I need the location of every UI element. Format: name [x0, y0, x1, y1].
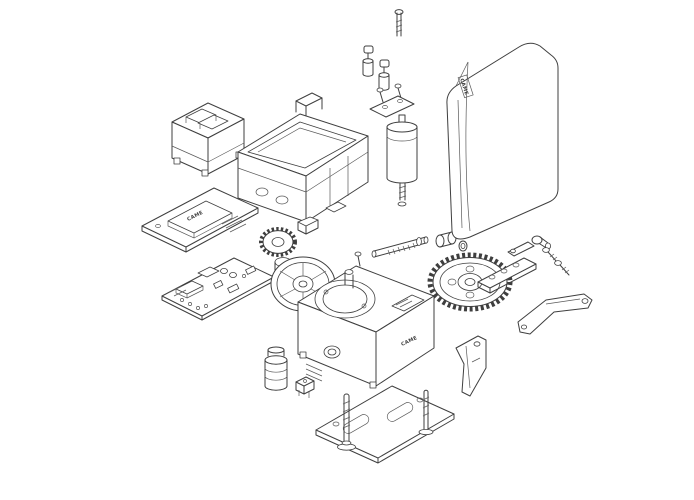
cover-logo-text: CAME	[458, 78, 469, 96]
board-cover-plate-icon: CAME	[141, 187, 259, 253]
control-pcb-icon	[161, 257, 275, 321]
release-lock-icon	[507, 235, 552, 257]
worm-shaft-icon	[371, 236, 429, 258]
main-chassis-icon	[237, 92, 369, 235]
release-lever-icon	[517, 293, 593, 335]
base-plate-icon	[315, 385, 455, 464]
fuse-holders-icon	[362, 45, 390, 91]
transformer-icon	[171, 102, 245, 177]
screw-bracket-icon	[369, 83, 415, 118]
cover-housing-icon: CAME	[446, 42, 559, 240]
flag-bracket-icon	[455, 335, 487, 397]
capacitor-icon	[386, 114, 418, 207]
anchor-bolts-icon	[337, 389, 434, 451]
fixing-screws-icon	[542, 247, 570, 276]
top-screw-icon	[394, 9, 404, 37]
pinion-gear-icon	[259, 227, 297, 275]
grease-cylinder-icon	[264, 346, 288, 391]
drive-gear-icon	[427, 252, 513, 312]
bracket-bar-icon	[477, 257, 537, 294]
micro-switch-icon	[295, 376, 315, 398]
motor-body-icon: CAME	[297, 251, 435, 389]
